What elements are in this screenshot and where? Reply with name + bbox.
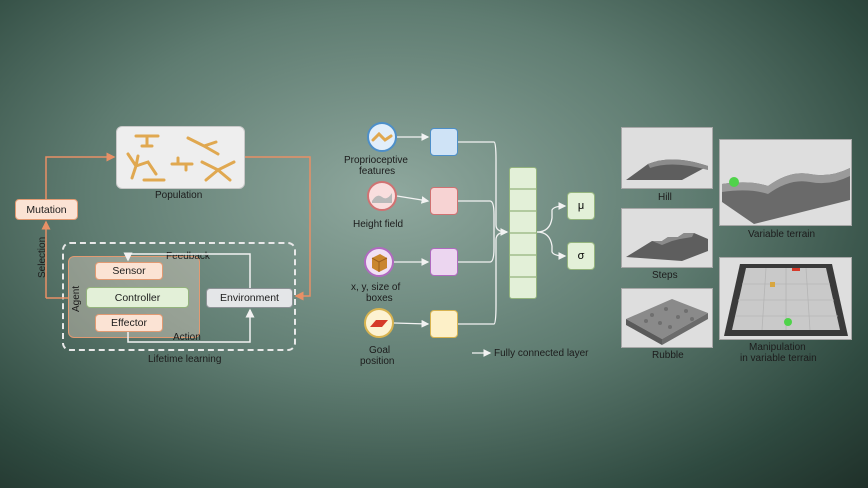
input-label-1b: features xyxy=(359,166,396,177)
input-label-2: Height field xyxy=(353,219,404,230)
input-label-3b: boxes xyxy=(366,293,393,304)
fully-connected-column xyxy=(509,167,537,299)
mu-box: μ xyxy=(567,192,595,220)
goal-encoder xyxy=(430,310,458,338)
boxes-encoder xyxy=(430,248,458,276)
legend-label: Fully connected layer xyxy=(494,348,589,359)
rubble-thumbnail xyxy=(621,288,713,348)
mutation-box: Mutation xyxy=(15,199,78,220)
steps-label: Steps xyxy=(652,270,678,281)
effector-label: Effector xyxy=(111,317,147,329)
goal-icon xyxy=(364,308,394,338)
agent-label: Agent xyxy=(71,285,82,312)
height-field-encoder xyxy=(430,187,458,215)
feedback-label: Feedback xyxy=(166,251,210,262)
rubble-label: Rubble xyxy=(652,350,684,361)
mu-label: μ xyxy=(577,200,585,212)
manipulation-thumbnail xyxy=(719,257,852,340)
environment-label: Environment xyxy=(220,292,279,304)
hill-thumbnail xyxy=(621,127,713,189)
mutation-label: Mutation xyxy=(26,203,67,216)
input-label-4b: position xyxy=(360,356,395,367)
sensor-box: Sensor xyxy=(95,262,163,280)
sensor-label: Sensor xyxy=(112,265,146,277)
population-box xyxy=(116,126,245,189)
lifetime-learning-label: Lifetime learning xyxy=(148,354,222,365)
input-label-3a: x, y, size of xyxy=(351,282,401,293)
input-label-1a: Proprioceptive xyxy=(344,155,408,166)
variable-terrain-thumbnail xyxy=(719,139,852,226)
selection-label: Selection xyxy=(37,236,48,278)
population-morphologies xyxy=(126,134,235,181)
steps-thumbnail xyxy=(621,208,713,268)
mutation-to-population-line xyxy=(45,152,116,199)
effector-box: Effector xyxy=(95,314,163,332)
input-label-4a: Goal xyxy=(369,345,391,356)
sigma-box: σ xyxy=(567,242,595,270)
population-label: Population xyxy=(155,190,203,201)
manipulation-label-line1: Manipulation xyxy=(749,342,806,353)
proprioceptive-icon xyxy=(367,122,397,152)
sigma-label: σ xyxy=(577,250,585,262)
environment-box: Environment xyxy=(206,288,293,308)
proprioceptive-encoder xyxy=(430,128,458,156)
controller-label: Controller xyxy=(114,291,161,304)
hill-label: Hill xyxy=(658,192,672,203)
boxes-icon xyxy=(364,247,394,277)
height-field-icon xyxy=(367,181,397,211)
controller-box: Controller xyxy=(86,287,189,308)
variable-terrain-label: Variable terrain xyxy=(748,229,816,240)
manipulation-label-line2: in variable terrain xyxy=(740,353,817,364)
action-label: Action xyxy=(173,332,201,343)
